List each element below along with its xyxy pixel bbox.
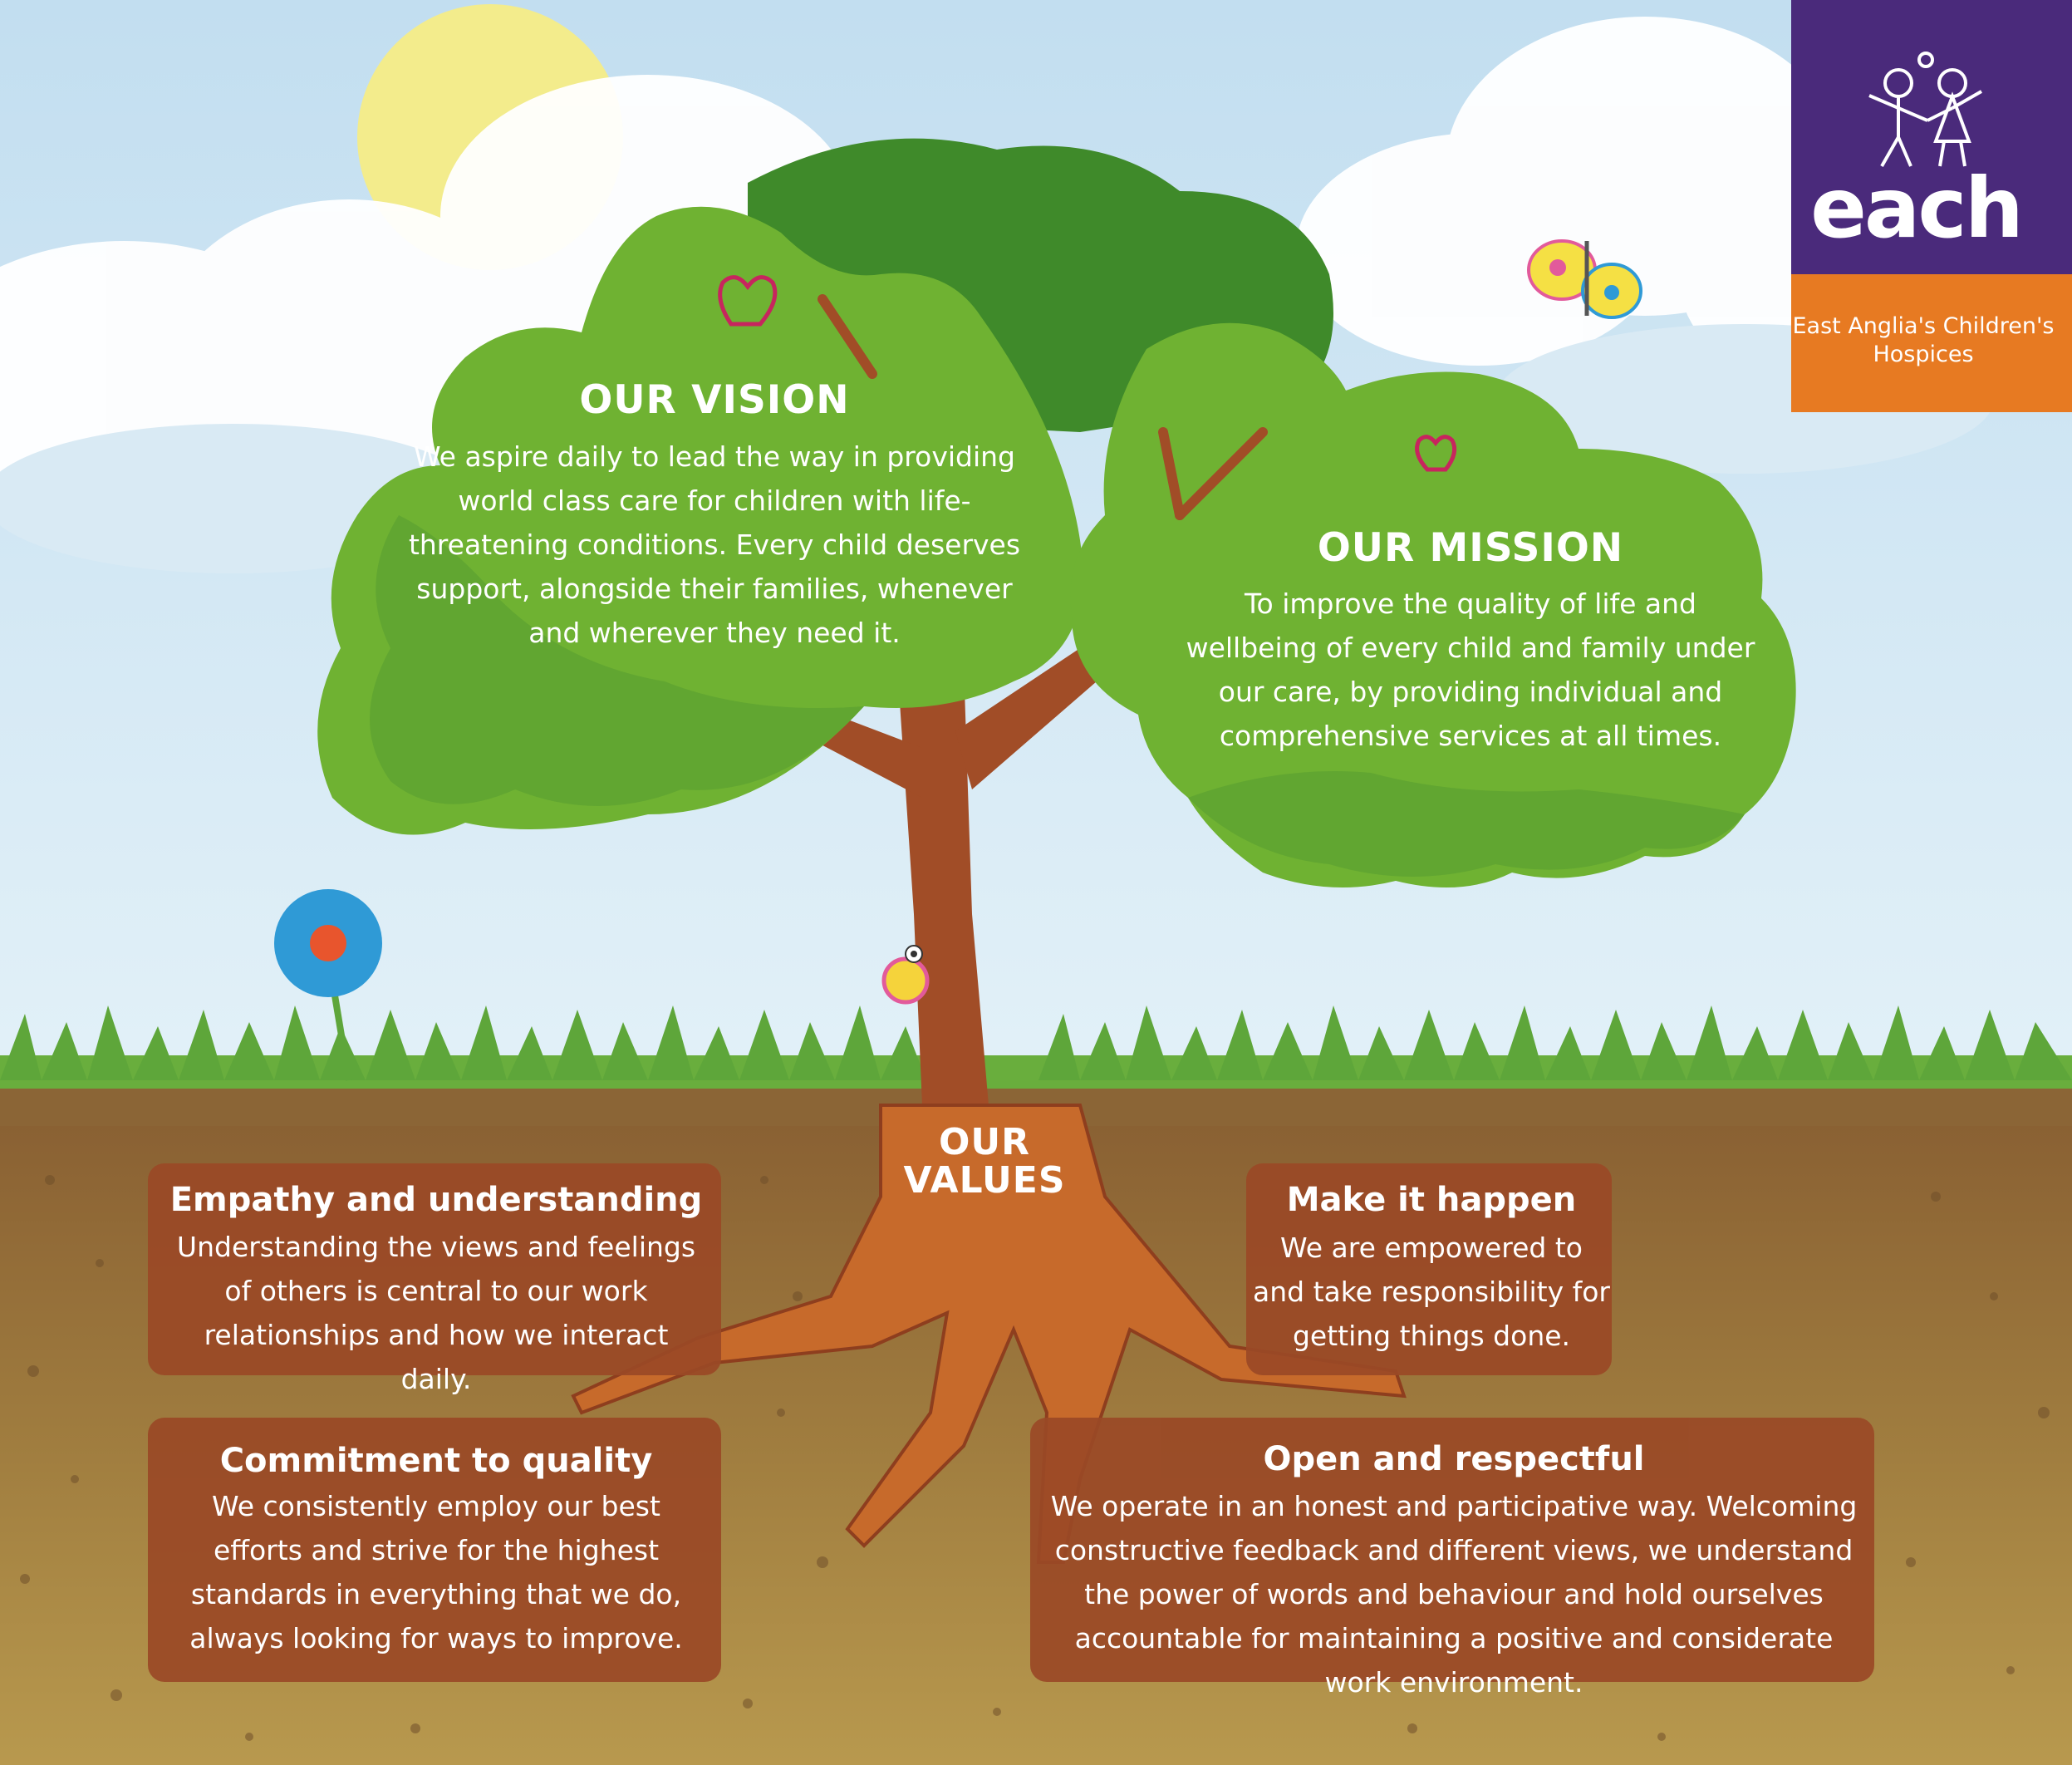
value-empathy-title: Empathy and understanding [169, 1181, 703, 1219]
value-make-it-happen-title: Make it happen [1286, 1181, 1577, 1219]
value-open-body: We operate in an honest and participativ… [1050, 1490, 1858, 1699]
values-title: OUR VALUES [903, 1121, 1066, 1202]
heart-icon [718, 275, 1457, 472]
value-empathy-body: Understanding the views and feelings of … [176, 1231, 696, 1395]
soil-dots [20, 1175, 2050, 1741]
value-commitment-body: We consistently employ our best efforts … [189, 1490, 683, 1654]
flower-icon [274, 889, 382, 1081]
value-make-it-happen-body: We are empowered to and take responsibil… [1253, 1232, 1610, 1352]
vision-body: We aspire daily to lead the way in provi… [408, 440, 1021, 649]
each-logo [1791, 0, 2072, 412]
mission-title: OUR MISSION [1317, 525, 1624, 571]
logo-tagline: East Anglia's Children's Hospices [1792, 313, 2055, 367]
logo-name: each [1810, 160, 2024, 257]
value-commitment-title: Commitment to quality [219, 1442, 653, 1480]
butterfly-icon [1527, 239, 1642, 319]
foliage-left [317, 138, 1333, 835]
vision-title: OUR VISION [579, 377, 850, 423]
value-open-title: Open and respectful [1263, 1440, 1645, 1478]
bug-icon [881, 945, 930, 1005]
value-boxes [148, 1163, 1874, 1682]
foliage-right [1070, 322, 1796, 887]
mission-body: To improve the quality of life and wellb… [1186, 588, 1755, 752]
